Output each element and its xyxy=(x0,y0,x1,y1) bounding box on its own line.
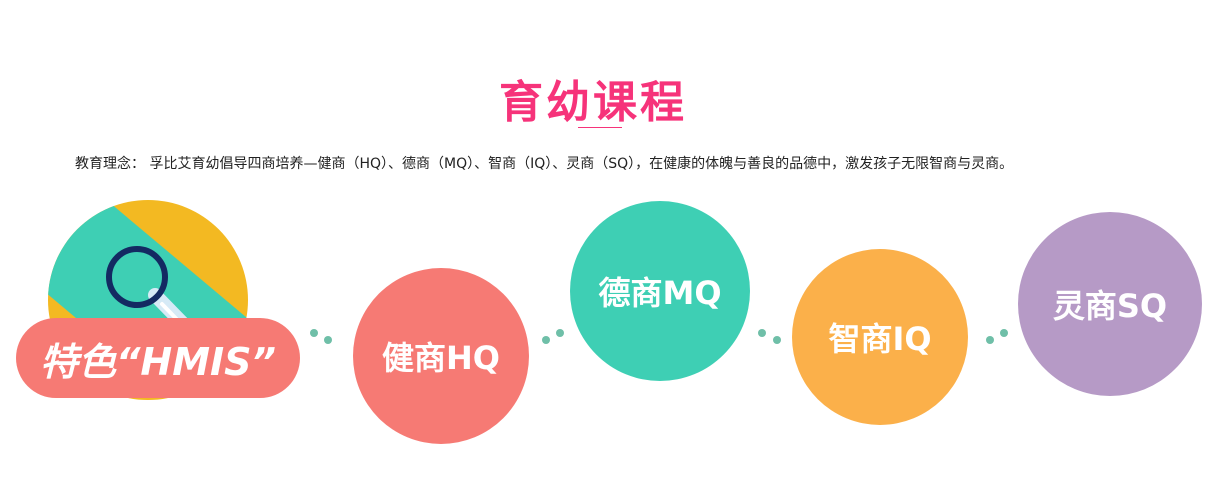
connector-dot xyxy=(324,336,332,344)
circle-health-quotient: 健商HQ xyxy=(353,268,529,444)
connector-dot xyxy=(773,336,781,344)
connector-dot xyxy=(986,336,994,344)
connector-dot xyxy=(556,329,564,337)
circle-intelligence-quotient: 智商IQ xyxy=(792,249,968,425)
connector-dot xyxy=(758,329,766,337)
circle-moral-quotient: 德商MQ xyxy=(570,201,750,381)
section-title: 育幼课程 xyxy=(499,77,687,128)
circle-spiritual-quotient: 灵商SQ xyxy=(1018,212,1202,396)
education-philosophy-text: 教育理念： 孚比艾育幼倡导四商培养—健商（HQ）、德商（MQ）、智商（IQ）、灵… xyxy=(75,156,1014,172)
feature-hmis-badge: 特色“HMIS” xyxy=(16,318,300,398)
title-underline xyxy=(578,127,622,128)
connector-dot xyxy=(1000,329,1008,337)
connector-dot xyxy=(310,329,318,337)
connector-dot xyxy=(542,336,550,344)
